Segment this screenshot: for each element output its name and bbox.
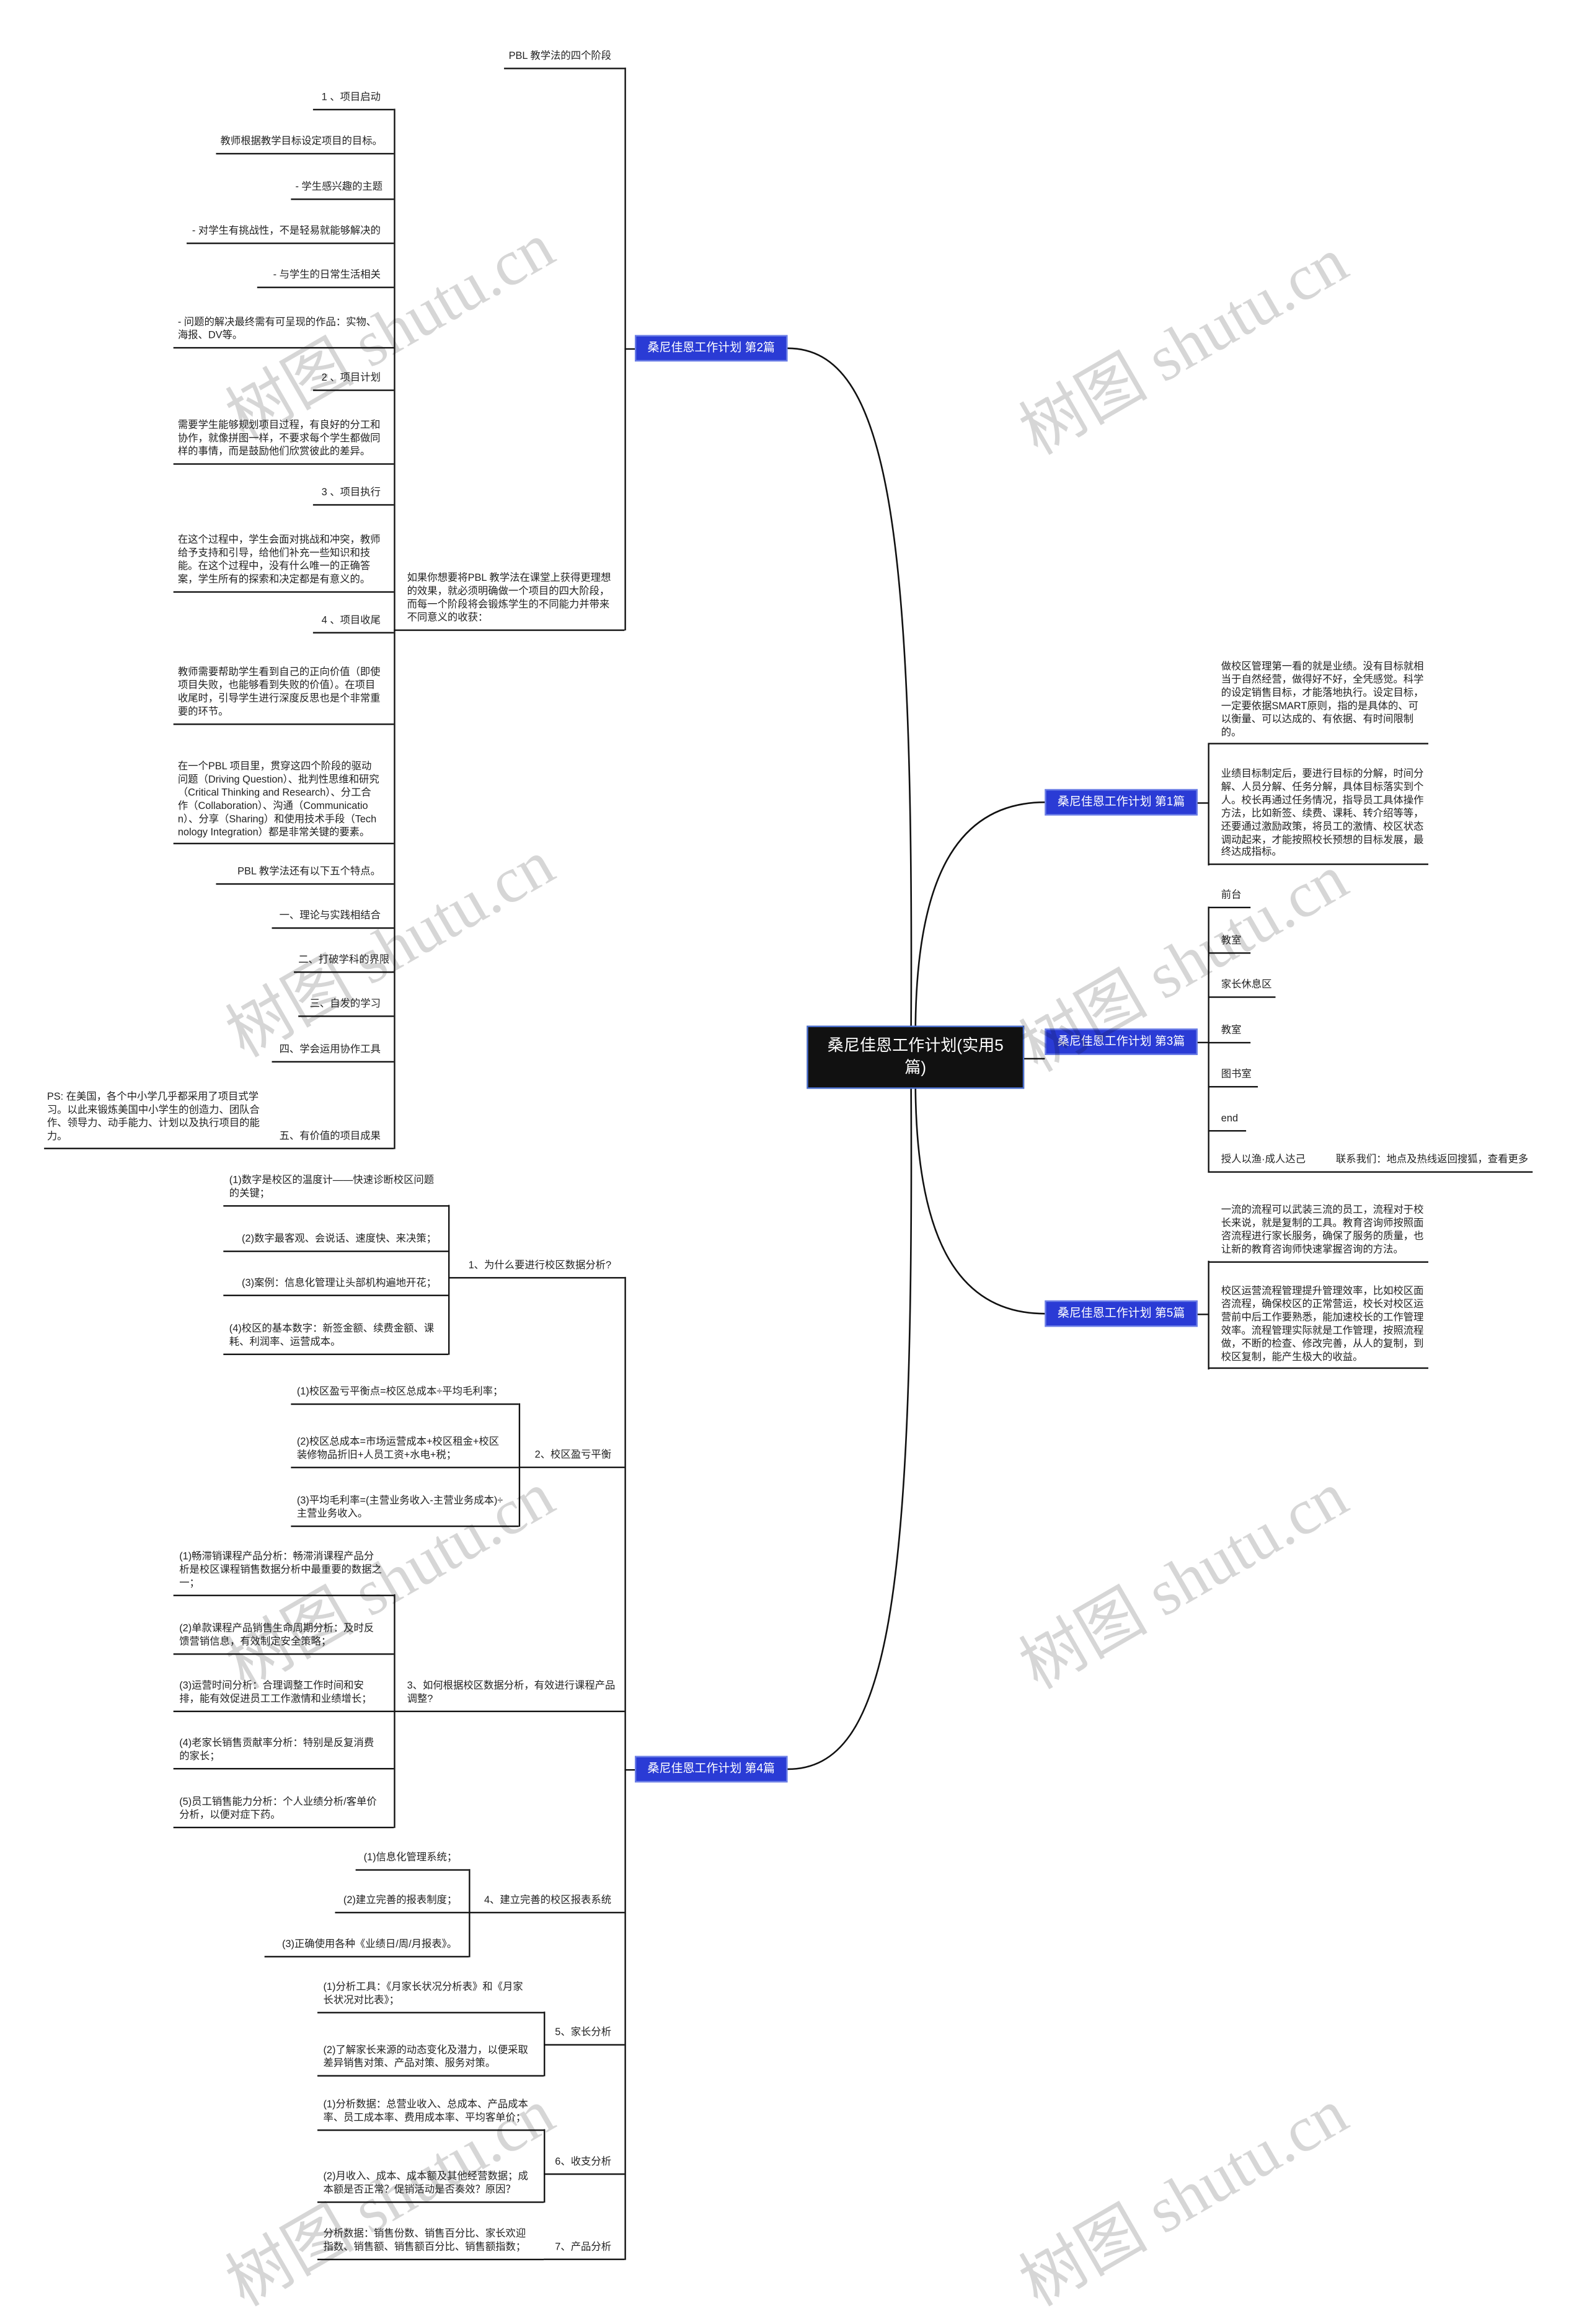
list-item[interactable]: 五、有价值的项目成果: [44, 1131, 394, 1149]
list-item[interactable]: PBL 教学法还有以下五个特点。: [216, 867, 394, 885]
list-item[interactable]: 校区运营流程管理提升管理效率，比如校区面咨流程，确保校区的正常营运，校长对校区运…: [1208, 1286, 1429, 1370]
list-item[interactable]: - 学生感兴趣的主题: [291, 182, 394, 200]
list-item[interactable]: (2)校区总成本=市场运营成本+校区租金+校区装修物品折旧+人员工资+水电+税；: [291, 1438, 519, 1469]
list-item[interactable]: 教师需要帮助学生看到自己的正向价值（即使项目失败，也能够看到失败的价值）。在项目…: [173, 668, 394, 725]
list-item[interactable]: (2)单款课程产品销售生命周期分析：及时反馈营销信息，有效制定安全策略；: [173, 1624, 394, 1655]
list-item[interactable]: (4)校区的基本数字：新签金额、续费金额、课耗、利润率、运营成本。: [223, 1324, 448, 1355]
connector-line: [624, 1276, 626, 2260]
list-item[interactable]: (3)案例：信息化管理让头部机构遍地开花；: [223, 1278, 448, 1296]
list-item[interactable]: 一、理论与实践相结合: [272, 911, 394, 929]
list-item[interactable]: (1)分析数据：总营业收入、总成本、产品成本率、员工成本率、费用成本率、平均客单…: [317, 2100, 544, 2131]
branch-p5[interactable]: 桑尼佳恩工作计划 第5篇: [1045, 1300, 1198, 1327]
list-item[interactable]: 在这个过程中，学生会面对挑战和冲突，教师给予支持和引导，给他们补充一些知识和技能…: [173, 536, 394, 593]
connector-root-p4: [787, 1089, 913, 1770]
list-item[interactable]: (5)员工销售能力分析：个人业绩分析/客单价分析，以便对症下药。: [173, 1797, 394, 1828]
connector-line: [624, 348, 635, 350]
section-title[interactable]: 1、为什么要进行校区数据分析?: [448, 1261, 625, 1279]
branch-p2[interactable]: 桑尼佳恩工作计划 第2篇: [635, 335, 788, 362]
connector-root-p5: [914, 1089, 1045, 1315]
list-item[interactable]: (3)正确使用各种《业绩日/周/月报表》。: [264, 1940, 469, 1958]
section-title[interactable]: 2、校区盈亏平衡: [518, 1451, 625, 1469]
list-item[interactable]: (1)数字是校区的温度计——快速诊断校区问题的关键；: [223, 1176, 448, 1207]
connector-line: [544, 2012, 546, 2077]
connector-line: [1208, 743, 1209, 866]
list-item[interactable]: (2)了解家长来源的动态变化及潜力，以便采取差异销售对策、产品对策、服务对策。: [317, 2046, 544, 2077]
list-item[interactable]: 做校区管理第一看的就是业绩。没有目标就相当于自然经营，做得好不好，全凭感觉。科学…: [1208, 662, 1429, 745]
list-item[interactable]: 2 、项目计划: [312, 373, 394, 391]
list-item[interactable]: (2)建立完善的报表制度；: [335, 1896, 469, 1914]
list-item[interactable]: 一流的流程可以武装三流的员工，流程对于校长来说，就是复制的工具。教育咨询师按照面…: [1208, 1206, 1429, 1263]
list-item[interactable]: end: [1208, 1114, 1247, 1132]
list-item[interactable]: (4)老家长销售贡献率分析：特别是反复消费的家长；: [173, 1739, 394, 1769]
list-item[interactable]: 教室: [1208, 936, 1251, 954]
list-item[interactable]: 家长休息区: [1208, 980, 1276, 998]
connector-root-p1: [914, 801, 1045, 1026]
list-item[interactable]: - 问题的解决最终需有可呈现的作品：实物、海报、DV等。: [173, 317, 394, 348]
list-item[interactable]: 教室: [1208, 1026, 1251, 1043]
list-item[interactable]: (1)校区盈亏平衡点=校区总成本÷平均毛利率；: [291, 1387, 519, 1405]
list-item[interactable]: 三、自发的学习: [298, 999, 394, 1017]
branch-p3[interactable]: 桑尼佳恩工作计划 第3篇: [1045, 1028, 1198, 1055]
list-item[interactable]: (3)运营时间分析：合理调整工作时间和安排，能有效促进员工工作激情和业绩增长；: [173, 1681, 394, 1712]
connector-line: [1197, 802, 1208, 804]
connector-line: [1208, 1260, 1209, 1370]
section-title[interactable]: 4、建立完善的校区报表系统: [469, 1896, 625, 1914]
list-item[interactable]: 需要学生能够规划项目过程，有良好的分工和协作，就像拼图一样，不要求每个学生都做同…: [173, 421, 394, 465]
list-item[interactable]: - 与学生的日常生活相关: [257, 270, 394, 288]
list-item[interactable]: 分析数据：销售份数、销售百分比、家长欢迎指数、销售额、销售额百分比、销售额指数；: [317, 2229, 544, 2260]
connector-line: [544, 2129, 546, 2203]
intro-topic[interactable]: 如果你想要将PBL 教学法在课堂上获得更理想的效果，就必须明确做一个项目的四大阶…: [394, 573, 625, 630]
connector-line: [1024, 1058, 1045, 1060]
branch-p4[interactable]: 桑尼佳恩工作计划 第4篇: [635, 1756, 788, 1783]
section-title[interactable]: 6、收支分析: [544, 2157, 625, 2175]
stage-heading[interactable]: PBL 教学法的四个阶段: [504, 51, 625, 69]
section-title[interactable]: 5、家长分析: [544, 2028, 625, 2046]
connector-line: [394, 108, 396, 1149]
list-item[interactable]: 在一个PBL 项目里，贯穿这四个阶段的驱动问题（Driving Question…: [173, 762, 394, 845]
root-topic[interactable]: 桑尼佳恩工作计划(实用5篇): [807, 1025, 1025, 1089]
section-title[interactable]: 3、如何根据校区数据分析，有效进行课程产品调整?: [394, 1681, 625, 1712]
connector-line: [1208, 906, 1209, 1173]
connector-line: [1197, 1041, 1208, 1043]
list-item[interactable]: (1)畅滞销课程产品分析：畅滞消课程产品分析是校区课程销售数据分析中最重要的数据…: [173, 1552, 394, 1596]
list-item[interactable]: (3)平均毛利率=(主营业务收入-主营业务成本)÷主营业务收入。: [291, 1496, 519, 1527]
connector-root-p2: [787, 347, 913, 1026]
connector-line: [1197, 1314, 1208, 1315]
branch-p1[interactable]: 桑尼佳恩工作计划 第1篇: [1045, 789, 1198, 816]
list-item[interactable]: 3 、项目执行: [312, 488, 394, 506]
list-item[interactable]: (2)月收入、成本、成本额及其他经营数据；成本额是否正常？促销活动是否奏效？原因…: [317, 2172, 544, 2203]
list-item[interactable]: 图书室: [1208, 1070, 1258, 1088]
connector-line: [448, 1204, 450, 1355]
ps-note[interactable]: PS: 在美国，各个中小学几乎都采用了项目式学习。以此来锻炼美国中小学生的创造力…: [46, 1092, 260, 1142]
connector-line: [518, 1403, 521, 1527]
list-item[interactable]: (1)分析工具：《月家长状况分析表》和《月家长状况对比表》；: [317, 1982, 544, 2013]
list-item[interactable]: 四、学会运用协作工具: [272, 1045, 394, 1063]
list-item[interactable]: 教师根据教学目标设定项目的目标。: [216, 137, 394, 154]
list-item[interactable]: - 对学生有挑战性，不是轻易就能够解决的: [187, 226, 394, 244]
section-title[interactable]: 7、产品分析: [544, 2242, 625, 2260]
list-item[interactable]: 4 、项目收尾: [312, 616, 394, 634]
list-item[interactable]: 1 、项目启动: [312, 93, 394, 110]
connector-line: [469, 1869, 471, 1958]
connector-line: [624, 1769, 635, 1771]
list-item[interactable]: (1)信息化管理系统；: [355, 1853, 469, 1871]
list-item[interactable]: 前台: [1208, 891, 1251, 908]
connector-line: [624, 68, 626, 630]
list-item[interactable]: (2)数字最客观、会说话、速度快、来决策；: [223, 1234, 448, 1252]
list-item[interactable]: 业绩目标制定后，要进行目标的分解，时间分解、人员分解、任务分解，具体目标落实到个…: [1208, 769, 1429, 866]
list-item[interactable]: 授人以渔·成人达己 联系我们：地点及热线返回搜狐，查看更多: [1208, 1155, 1533, 1173]
list-item[interactable]: 二、打破学科的界限: [294, 955, 394, 973]
